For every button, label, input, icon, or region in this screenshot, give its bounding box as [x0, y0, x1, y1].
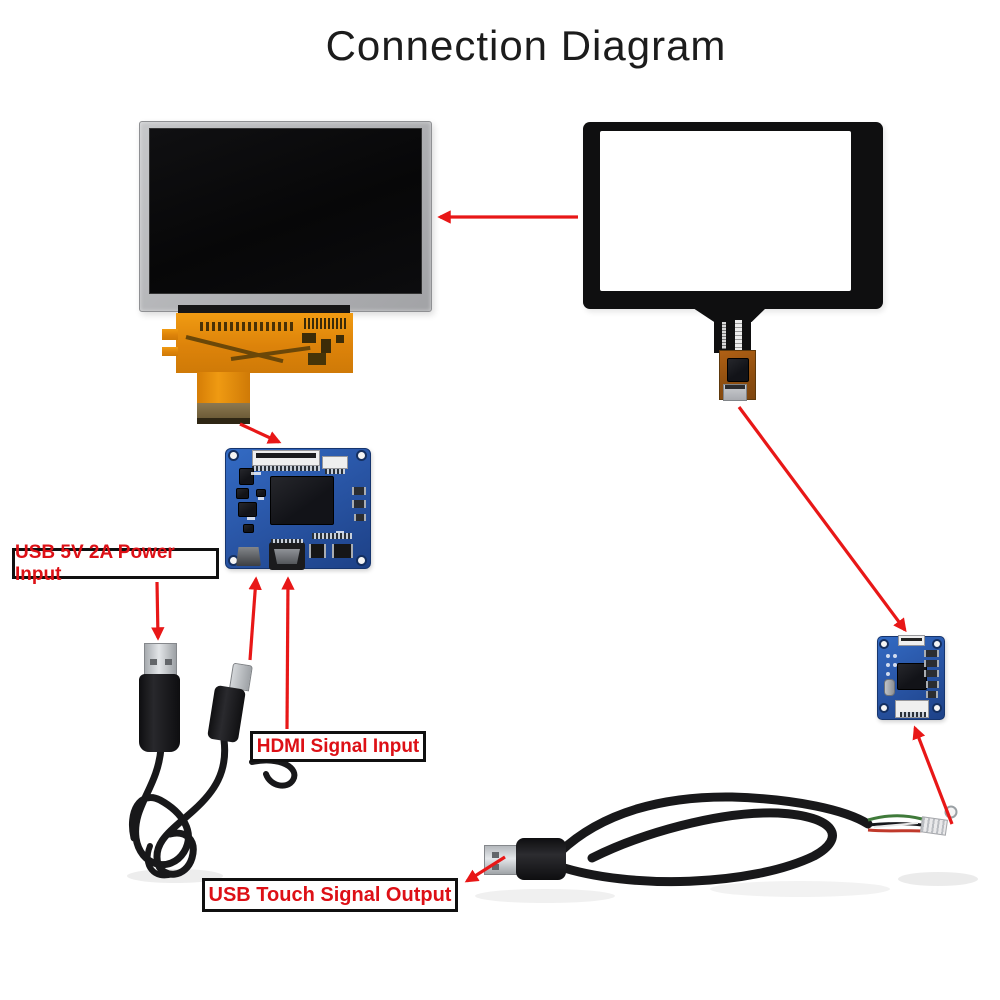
flex-component — [302, 333, 316, 343]
flex-component — [321, 339, 331, 353]
arrow-wires-to-controller — [912, 725, 954, 825]
touch-tail-connector — [723, 384, 747, 401]
mount-hole — [356, 555, 367, 566]
silkscreen — [258, 497, 264, 500]
flex-pin-row — [304, 318, 348, 329]
micro-usb-port — [236, 547, 261, 566]
usb-a-plug-body — [139, 674, 180, 752]
touch-panel-glass — [600, 131, 851, 291]
mount-hole — [879, 703, 889, 713]
flex-tail-stiffener — [197, 403, 250, 419]
hdmi-port — [269, 542, 305, 570]
usb-plug-hole — [492, 864, 499, 870]
small-ic — [239, 468, 254, 485]
touch-tail-label-stripe — [735, 320, 742, 351]
smd-part — [924, 660, 939, 667]
flex-print-row — [200, 322, 296, 331]
usb-a-plug-touch-body — [516, 838, 566, 880]
flex-tail-edge — [197, 418, 250, 424]
flex-component — [336, 335, 344, 343]
small-ic — [256, 489, 266, 497]
label-power-input-text: USB 5V 2A Power Input — [15, 541, 175, 585]
lcd-flex-connector-strip — [178, 305, 350, 314]
arrow-flex-to-driver-board — [239, 422, 282, 444]
touch-controller-chip — [897, 663, 927, 690]
lcd-screen — [149, 128, 422, 294]
touch-tail-chip — [727, 358, 749, 382]
via — [893, 654, 897, 658]
lcd-panel — [139, 121, 432, 312]
label-hdmi-input-text: HDMI Signal Input — [256, 735, 420, 757]
hdmi-port-inner — [274, 549, 300, 564]
via — [886, 672, 890, 676]
small-ic — [236, 488, 249, 499]
smd-part — [924, 650, 939, 657]
usb-plug-hole — [165, 659, 172, 665]
capacitor — [309, 544, 326, 558]
silkscreen — [247, 517, 255, 520]
fpc-slot — [256, 453, 316, 458]
touch-tail-stripe — [722, 322, 726, 349]
label-hdmi-input: HDMI Signal Input — [250, 731, 426, 762]
via — [886, 654, 890, 658]
capacitor — [332, 544, 353, 558]
flex-tail — [197, 372, 250, 405]
touch-cable — [553, 792, 958, 887]
crystal-oscillator — [884, 679, 895, 696]
touch-tail-connector-slot — [725, 385, 745, 389]
silkscreen — [251, 472, 261, 475]
touch-panel — [583, 122, 883, 309]
arrow-touchtail-to-controller — [737, 406, 907, 633]
mount-hole — [356, 450, 367, 461]
arrow-plug-to-output-label — [464, 855, 506, 883]
label-touch-output-text: USB Touch Signal Output — [208, 883, 452, 906]
fpc-slot — [901, 638, 922, 641]
smd-part — [354, 514, 366, 521]
smd-row — [312, 533, 352, 539]
silkscreen — [336, 531, 344, 534]
mount-hole — [879, 639, 889, 649]
lcd-fpc-connector — [252, 450, 320, 466]
smd-part — [352, 500, 366, 508]
flex-tab — [162, 329, 178, 340]
small-ic — [238, 502, 257, 517]
lcd-flex-cable — [176, 313, 353, 373]
backlight-connector — [322, 456, 348, 469]
touch-tail — [714, 318, 751, 353]
smd-part — [926, 691, 938, 698]
smd-part — [926, 681, 939, 688]
small-ic — [243, 524, 254, 533]
flex-component — [308, 353, 326, 365]
label-power-input: USB 5V 2A Power Input — [12, 542, 219, 585]
jst-pins — [900, 712, 926, 717]
mount-hole — [932, 703, 942, 713]
fpc-pins — [252, 466, 320, 471]
hdmi-pins — [271, 539, 303, 543]
touch-fpc-connector — [898, 635, 925, 646]
usb-plug-hole — [492, 852, 499, 858]
mount-hole — [228, 450, 239, 461]
arrow-microusb-to-board — [248, 576, 262, 661]
via — [893, 663, 897, 667]
driver-main-chip — [270, 476, 334, 525]
smd-part — [924, 670, 939, 677]
via — [886, 663, 890, 667]
usb-plug-hole — [150, 659, 157, 665]
label-touch-output: USB Touch Signal Output — [202, 878, 458, 912]
flex-tab — [162, 347, 178, 356]
arrow-power-label-to-plug — [151, 581, 165, 641]
mount-hole — [932, 639, 942, 649]
touch-jst-connector — [895, 700, 929, 718]
page-title: Connection Diagram — [325, 22, 727, 69]
smd-part — [352, 487, 366, 495]
arrow-hdmi-label-to-port — [281, 576, 295, 730]
backlight-pins — [325, 469, 345, 474]
